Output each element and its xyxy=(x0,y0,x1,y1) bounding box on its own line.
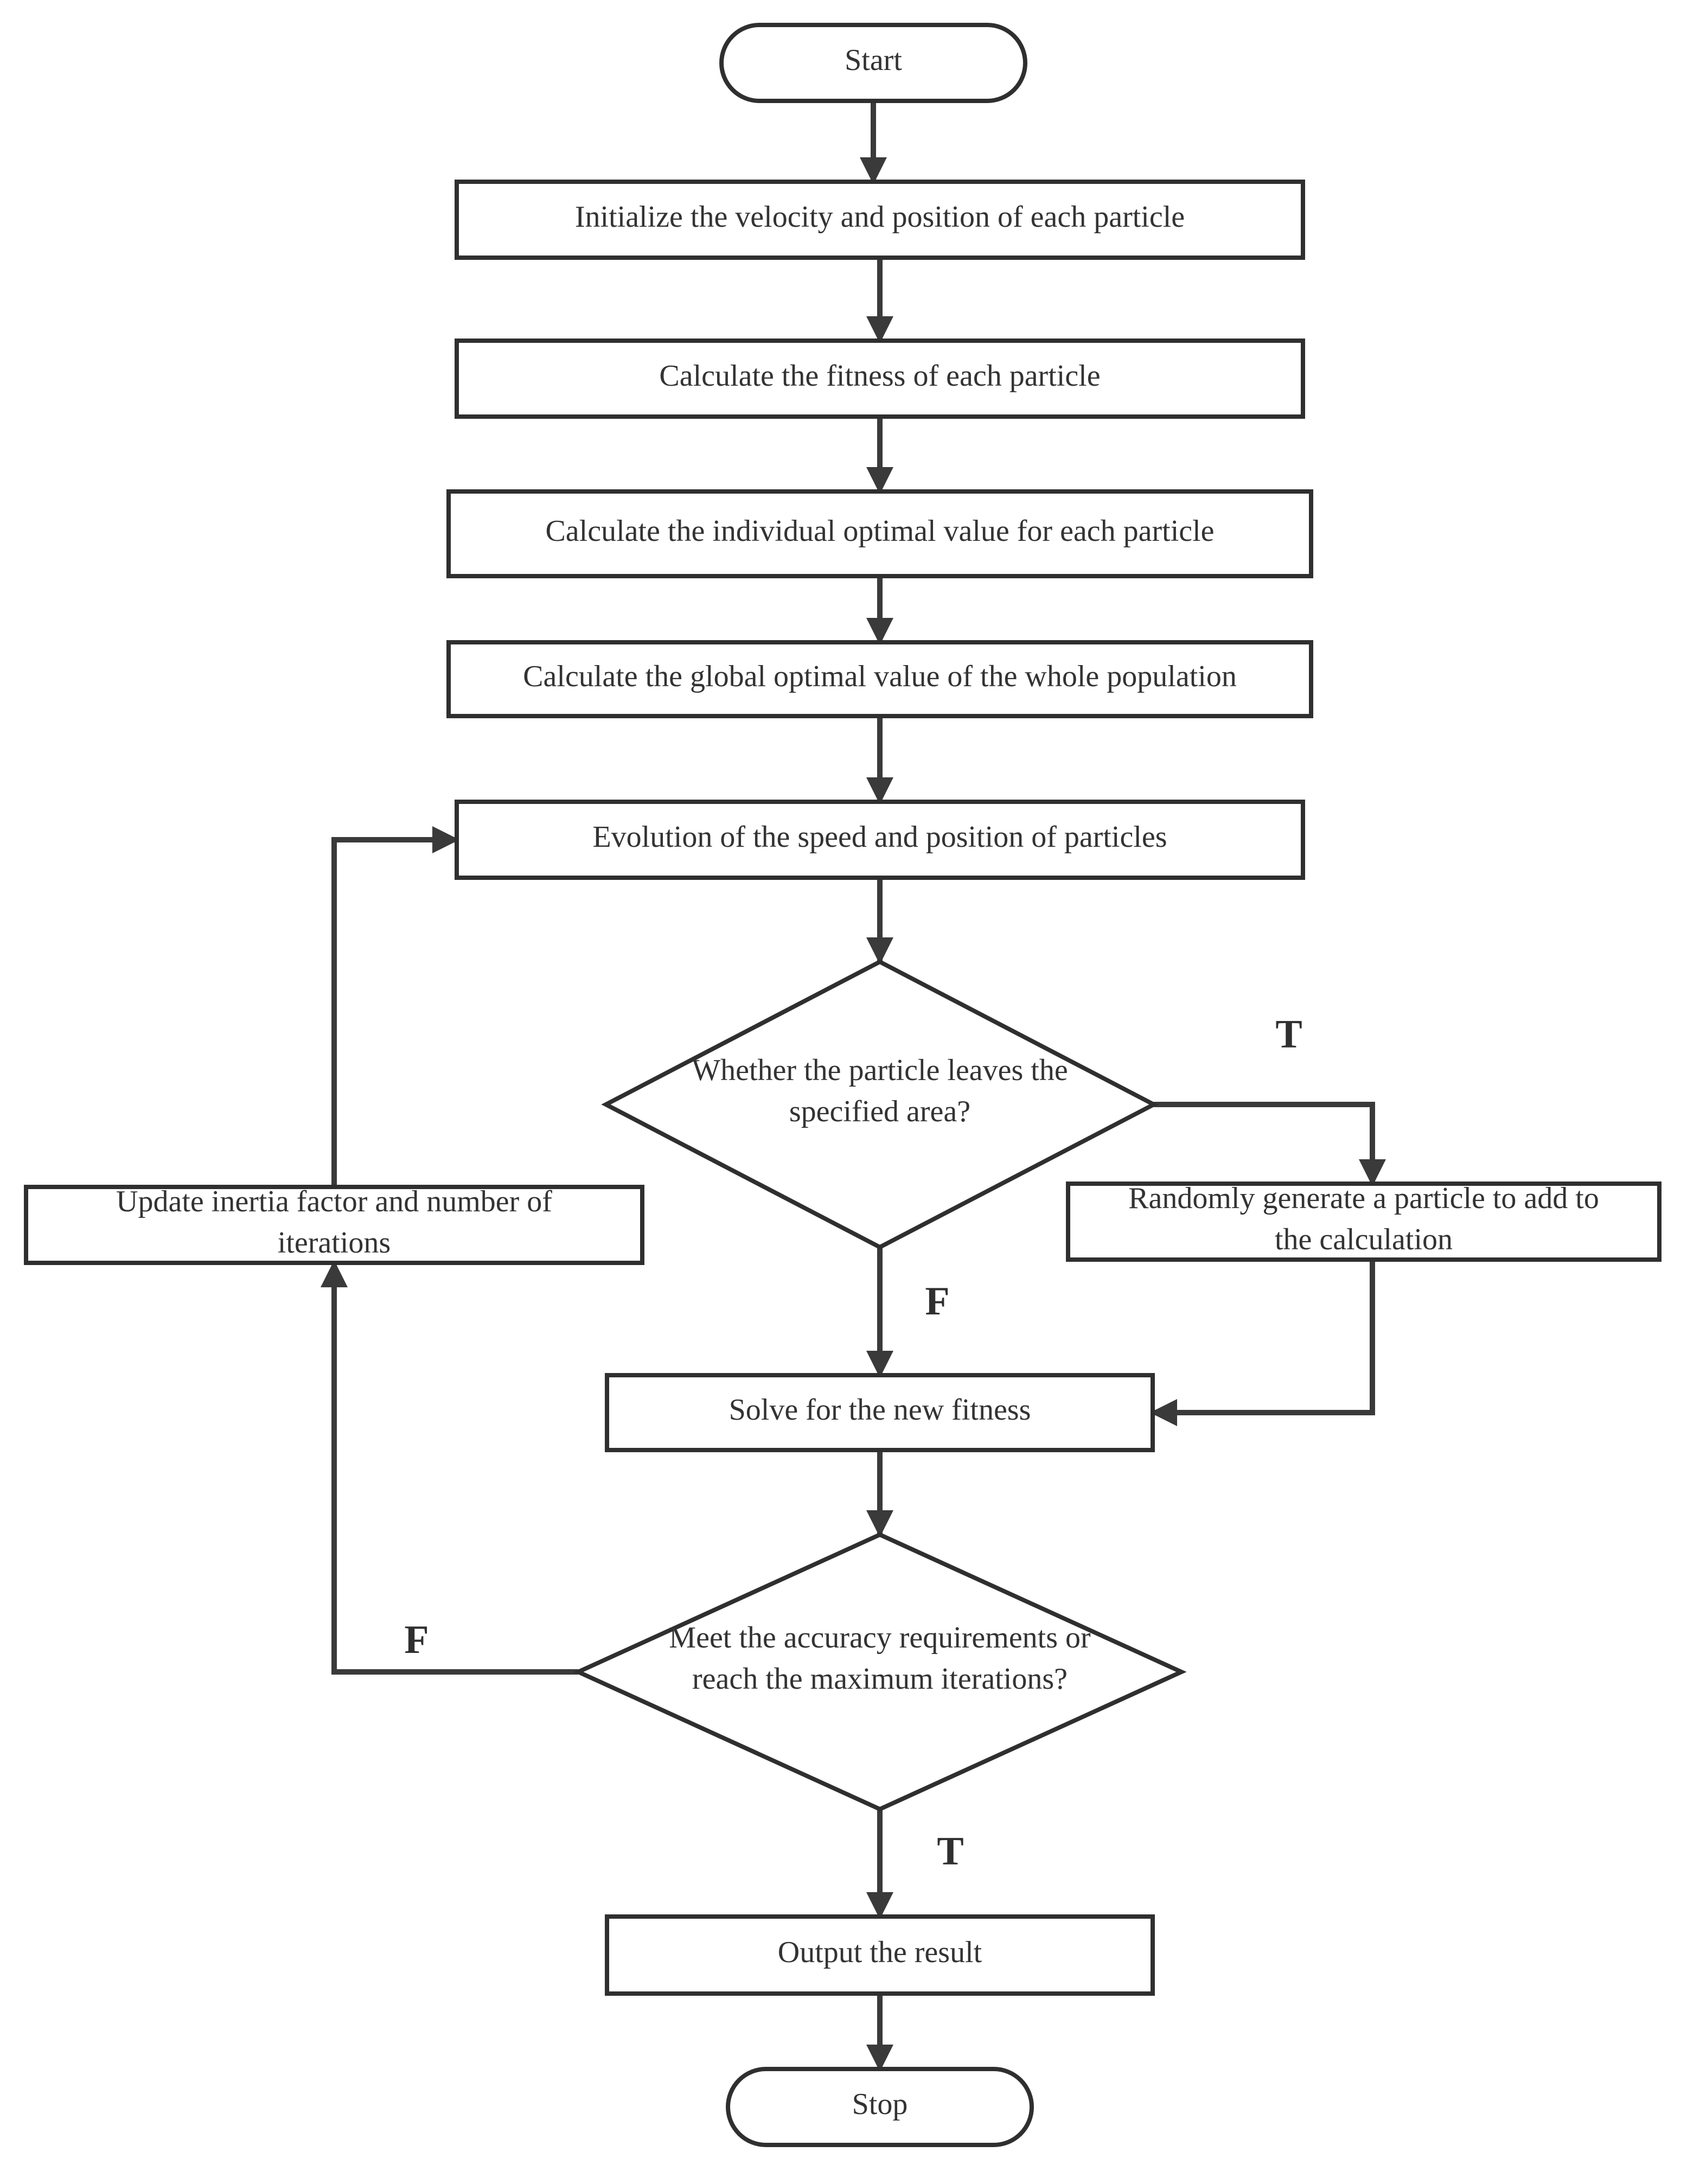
node-start-text-line-0: Start xyxy=(845,43,902,77)
node-individual-text-line-0: Calculate the individual optimal value f… xyxy=(545,514,1214,548)
process-box xyxy=(455,800,1305,880)
node-output: Output the result xyxy=(605,1914,1155,1996)
node-update-text-line-1: iterations xyxy=(278,1226,391,1260)
edge-label-meet-to-update: F xyxy=(404,1618,429,1662)
edge-label-meet-to-output: T xyxy=(937,1829,963,1874)
node-fitness-text-line-0: Calculate the fitness of each particle xyxy=(659,359,1100,393)
node-stop: Stop xyxy=(726,2067,1034,2147)
node-random: Randomly generate a particle to add to th… xyxy=(1066,1182,1662,1262)
node-leaves: Whether the particle leaves the specified… xyxy=(601,959,1159,1250)
process-box xyxy=(446,640,1313,718)
node-evolution-text-line-0: Evolution of the speed and position of p… xyxy=(592,820,1167,854)
node-init: Initialize the velocity and position of … xyxy=(455,180,1305,260)
node-solve-text-line-0: Solve for the new fitness xyxy=(729,1393,1031,1427)
node-random-text-line-0: Randomly generate a particle to add to xyxy=(1128,1182,1599,1215)
process-box xyxy=(605,1373,1155,1452)
node-global: Calculate the global optimal value of th… xyxy=(446,640,1313,718)
edge-meet-to-update xyxy=(321,1260,578,1675)
node-fitness: Calculate the fitness of each particle xyxy=(455,339,1305,419)
node-global-text-line-0: Calculate the global optimal value of th… xyxy=(523,660,1237,693)
node-meet-text-line-1: reach the maximum iterations? xyxy=(692,1662,1068,1696)
node-update: Update inertia factor and number of itera… xyxy=(24,1185,644,1265)
node-solve: Solve for the new fitness xyxy=(605,1373,1155,1452)
node-meet: Meet the accuracy requirements or reach t… xyxy=(573,1532,1187,1812)
process-box xyxy=(455,180,1305,260)
edges-layer xyxy=(321,101,1386,2072)
process-box xyxy=(24,1185,644,1265)
edge-label-leaves-to-solve: F xyxy=(925,1279,949,1324)
node-random-text-line-1: the calculation xyxy=(1275,1223,1453,1256)
node-start: Start xyxy=(719,23,1027,103)
process-box xyxy=(455,339,1305,419)
node-update-text-line-0: Update inertia factor and number of xyxy=(116,1185,552,1218)
edge-random-to-solve xyxy=(1150,1260,1375,1426)
edge-labels-layer: T F F T xyxy=(404,1012,1302,1874)
decision-diamond xyxy=(601,959,1159,1250)
node-leaves-text-line-1: specified area? xyxy=(789,1095,970,1128)
node-evolution: Evolution of the speed and position of p… xyxy=(455,800,1305,880)
process-box xyxy=(446,489,1313,578)
edge-update-to-evolution xyxy=(331,826,459,1187)
node-leaves-text-line-0: Whether the particle leaves the xyxy=(692,1053,1068,1087)
edge-leaves-to-random xyxy=(1154,1102,1386,1186)
node-individual: Calculate the individual optimal value f… xyxy=(446,489,1313,578)
node-init-text-line-0: Initialize the velocity and position of … xyxy=(575,200,1185,234)
node-stop-text-line-0: Stop xyxy=(852,2087,908,2121)
terminal-shape xyxy=(719,23,1027,103)
node-meet-text-line-0: Meet the accuracy requirements or xyxy=(669,1621,1091,1655)
node-output-text-line-0: Output the result xyxy=(778,1936,982,1969)
edge-label-leaves-to-random: T xyxy=(1275,1012,1302,1057)
process-box xyxy=(1066,1182,1662,1262)
decision-diamond xyxy=(573,1532,1187,1812)
terminal-shape xyxy=(726,2067,1034,2147)
process-box xyxy=(605,1914,1155,1996)
